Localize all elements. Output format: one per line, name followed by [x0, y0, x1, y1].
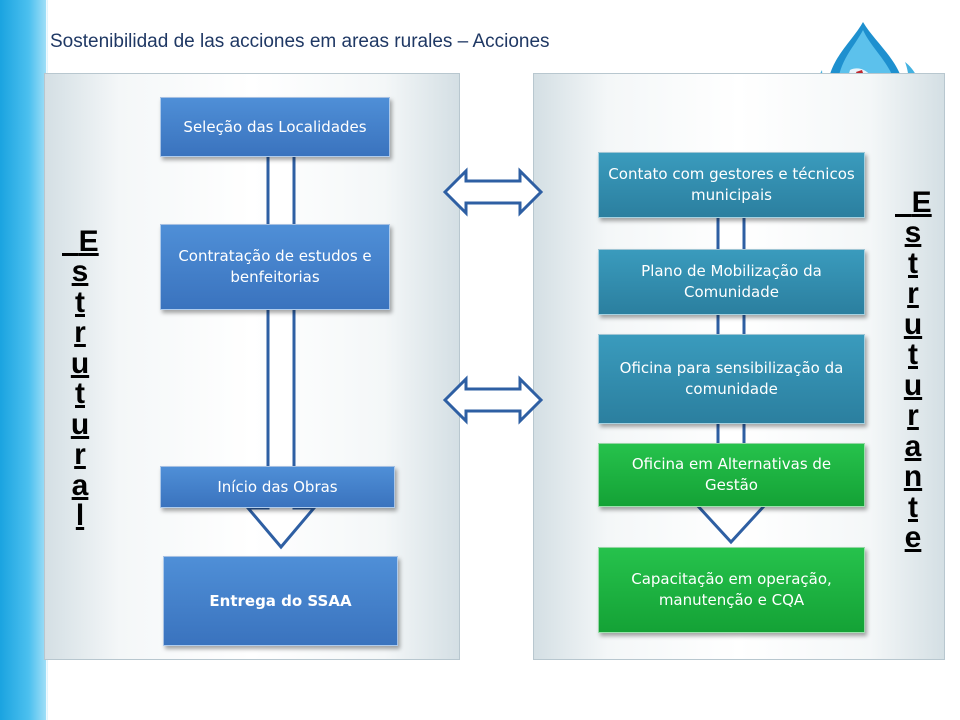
vertical-label-text: E s t r u t u r a n t e — [903, 185, 932, 554]
box-contratacao-estudos: Contratação de estudos e benfeitorias — [160, 224, 390, 310]
box-plano-mobilizacao: Plano de Mobilização da Comunidade — [598, 249, 865, 315]
box-label: Oficina para sensibilização da comunidad… — [619, 359, 844, 398]
box-label: Seleção das Localidades — [183, 117, 367, 136]
box-entrega-ssaa: Entrega do SSAA — [163, 556, 398, 646]
box-label: Contato com gestores e técnicos municipa… — [608, 165, 855, 204]
vertical-label-estruturante: E s t r u t u r a n t e — [895, 157, 932, 554]
left-accent-bar — [0, 0, 52, 720]
box-label: Oficina em Alternativas de Gestão — [631, 455, 832, 494]
box-label: Entrega do SSAA — [209, 591, 352, 610]
vertical-label-estrutural: E s t r u t u r a l — [62, 196, 99, 532]
box-oficina-alternativas: Oficina em Alternativas de Gestão — [598, 443, 865, 507]
box-inicio-obras: Início das Obras — [160, 466, 395, 508]
box-contato-gestores: Contato com gestores e técnicos municipa… — [598, 152, 865, 218]
box-oficina-sensibilizacao: Oficina para sensibilização da comunidad… — [598, 334, 865, 424]
box-selecao-localidades: Seleção das Localidades — [160, 97, 390, 157]
box-label: Capacitação em operação, manutenção e CQ… — [631, 570, 832, 609]
box-label: Plano de Mobilização da Comunidade — [641, 262, 822, 301]
box-label: Início das Obras — [217, 477, 338, 496]
slide-title: Sostenibilidad de las acciones em areas … — [50, 31, 550, 52]
box-capacitacao: Capacitação em operação, manutenção e CQ… — [598, 547, 865, 633]
vertical-label-text: E s t r u t u r a l — [70, 224, 99, 532]
box-label: Contratação de estudos e benfeitorias — [178, 247, 372, 286]
